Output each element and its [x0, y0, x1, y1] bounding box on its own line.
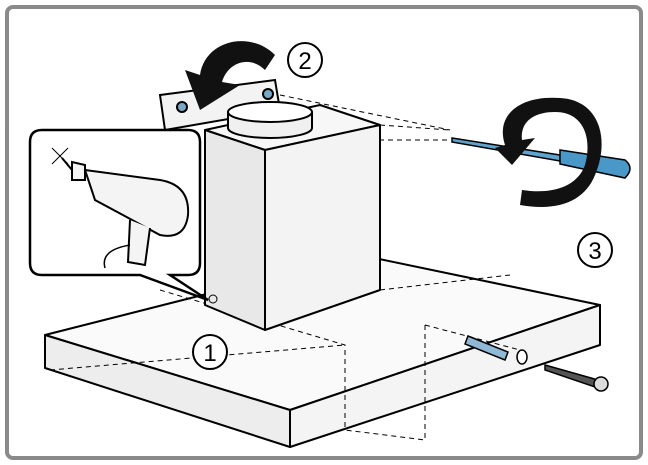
- chimney: [204, 101, 381, 331]
- step-3-label: 3: [588, 238, 601, 265]
- step-3-marker: 3: [577, 232, 613, 268]
- step-2-label: 2: [298, 48, 311, 75]
- hood-base: [44, 254, 601, 448]
- drill-callout: [28, 128, 209, 302]
- screw-icon: [262, 88, 274, 100]
- down-arrow-icon: [185, 41, 275, 110]
- drill-icon: [61, 157, 190, 269]
- crosshair-icon: [51, 147, 69, 165]
- step-1-label: 1: [203, 340, 216, 367]
- washer-icon: [516, 349, 528, 365]
- screw-icon: [176, 101, 188, 113]
- step-1-marker: 1: [192, 334, 228, 370]
- wall-plug-icon: [464, 335, 509, 361]
- rotate-arrow-icon: [495, 97, 602, 207]
- step-2-marker: 2: [287, 42, 323, 78]
- fixing-kit: [464, 335, 609, 392]
